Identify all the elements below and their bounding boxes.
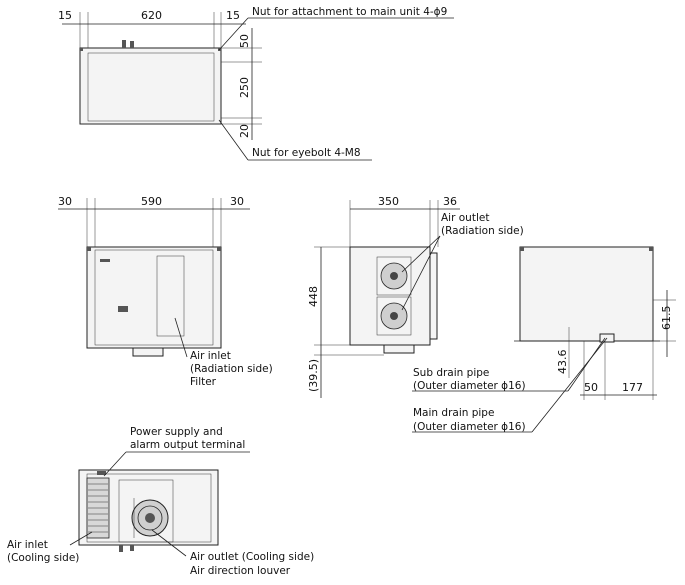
right-view-body — [519, 246, 654, 342]
dim-top-right: 15 — [226, 9, 240, 22]
rear-view: Power supply and alarm output terminal A… — [7, 426, 314, 577]
dim-right-50: 50 — [584, 381, 598, 394]
label-front-air-inlet: Air inlet — [190, 350, 231, 362]
label-front-radiation-side: (Radiation side) — [190, 363, 273, 375]
dim-front-left: 30 — [58, 195, 72, 208]
dim-right-436: 43.6 — [556, 350, 569, 375]
top-view: 15 620 15 50 250 20 Nut for attachment t… — [58, 6, 454, 161]
top-view-body — [79, 47, 222, 125]
dim-top-v3: 20 — [238, 124, 251, 138]
label-nut-eyebolt: Nut for eyebolt 4-M8 — [252, 147, 361, 159]
label-air-direction-louver: Air direction louver — [190, 565, 291, 577]
label-rear-cooling-side: (Cooling side) — [7, 552, 79, 564]
label-filter: Filter — [190, 376, 217, 388]
label-sub-drain: Sub drain pipe — [413, 367, 489, 379]
dim-top-v2: 250 — [238, 77, 251, 98]
side-view-body — [349, 246, 431, 346]
label-nut-attachment: Nut for attachment to main unit 4-ϕ9 — [252, 6, 447, 18]
label-sub-drain-diameter: (Outer diameter ϕ16) — [413, 380, 526, 392]
dim-top-v1: 50 — [238, 34, 251, 48]
dim-side-offset: 36 — [443, 195, 457, 208]
dim-top-width: 620 — [141, 9, 162, 22]
front-view-body — [86, 246, 222, 349]
dim-right-615: 61.5 — [660, 306, 673, 331]
dim-side-width: 350 — [378, 195, 399, 208]
label-main-drain: Main drain pipe — [413, 407, 494, 419]
front-drain-outlet — [132, 347, 164, 357]
label-power-supply: Power supply and — [130, 426, 223, 438]
dim-front-width: 590 — [141, 195, 162, 208]
dim-side-bottom: (39.5) — [307, 359, 320, 392]
label-rear-air-inlet: Air inlet — [7, 539, 48, 551]
front-view: 30 590 30 Air inlet (Radiation side) Fil… — [58, 195, 273, 388]
label-side-air-outlet: Air outlet — [441, 212, 489, 224]
dim-front-right: 30 — [230, 195, 244, 208]
side-view: 350 36 Air outlet (Radiation side) 448 (… — [307, 195, 524, 398]
dim-top-left: 15 — [58, 9, 72, 22]
label-rear-air-outlet: Air outlet (Cooling side) — [190, 551, 314, 563]
label-alarm-terminal: alarm output terminal — [130, 439, 245, 451]
filter-panel — [156, 255, 185, 337]
right-view: 61.5 43.6 50 177 Sub drain pipe (Outer d… — [412, 246, 676, 433]
dim-side-height: 448 — [307, 286, 320, 307]
label-side-radiation-side: (Radiation side) — [441, 225, 524, 237]
label-main-drain-diameter: (Outer diameter ϕ16) — [413, 421, 526, 433]
dim-right-177: 177 — [622, 381, 643, 394]
